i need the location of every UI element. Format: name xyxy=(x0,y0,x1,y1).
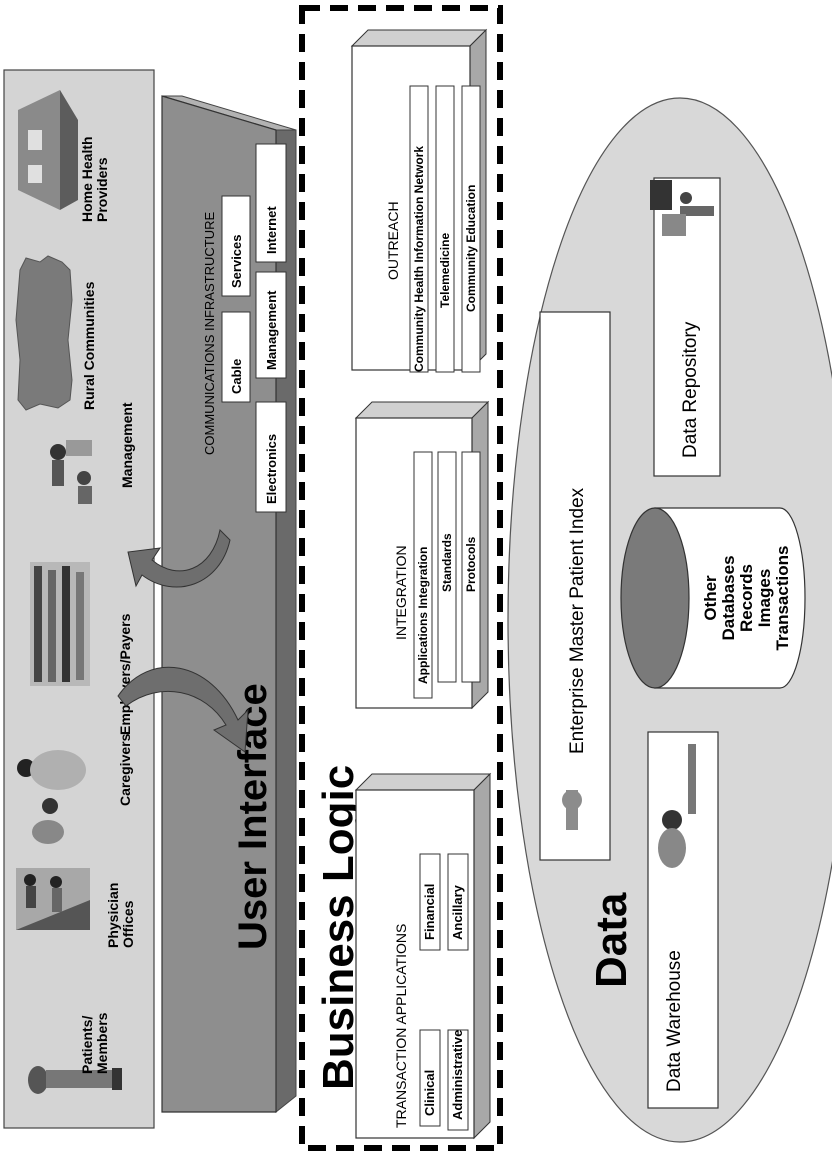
integration-item-box xyxy=(437,451,457,683)
integration-item-box xyxy=(461,451,481,683)
stakeholder-label: Members xyxy=(94,1012,110,1074)
transaction-item: Administrative xyxy=(450,1030,465,1120)
stakeholder-label: Patients/ xyxy=(79,1016,95,1074)
stakeholder-label: Rural Communities xyxy=(81,281,97,410)
other-databases-cylinder xyxy=(620,507,806,689)
outreach-item: Community Health Information Network xyxy=(412,146,426,372)
physician-office-icon xyxy=(16,868,90,930)
data-warehouse-box xyxy=(647,731,719,1109)
comm-box-label: Management xyxy=(264,290,279,370)
other-databases-label: Images xyxy=(755,569,774,628)
outreach-item: Telemedicine xyxy=(438,233,452,308)
outreach-box-top xyxy=(350,29,488,47)
integration-item-box xyxy=(413,451,433,699)
other-databases-label: Records xyxy=(737,564,756,632)
data-title: Data xyxy=(587,892,636,988)
stakeholder-label: Home Health xyxy=(79,136,95,222)
comm-box xyxy=(255,271,287,379)
stakeholder-label: Providers xyxy=(94,157,110,222)
transaction-box-top xyxy=(354,773,492,791)
empi-label: Enterprise Master Patient Index xyxy=(567,487,588,754)
stakeholder-label: Offices xyxy=(120,900,136,948)
integration-box-top xyxy=(354,401,490,419)
transaction-item: Ancillary xyxy=(450,884,465,940)
other-databases-label: Databases xyxy=(719,555,738,640)
integration-item: Protocols xyxy=(464,536,478,592)
business-logic-title: Business Logic xyxy=(314,765,363,1090)
comm-box xyxy=(221,311,251,403)
empi-box xyxy=(539,311,611,861)
data-repository-label: Data Repository xyxy=(680,321,701,458)
comm-box xyxy=(255,401,287,513)
integration-item: Standards xyxy=(440,533,454,592)
repository-people-icon xyxy=(650,180,714,236)
patient-person-icon xyxy=(28,1066,122,1094)
transaction-item-box xyxy=(447,853,469,951)
arrow-to-employers xyxy=(127,528,231,588)
warehouse-worker-icon xyxy=(658,744,696,868)
stakeholder-label: Employers/Payers xyxy=(117,613,133,735)
comm-box-label: Internet xyxy=(264,206,279,254)
transaction-title: TRANSACTION APPLICATIONS xyxy=(393,924,409,1128)
other-databases-label: Transactions xyxy=(773,546,792,651)
comm-box xyxy=(221,195,251,297)
employers-crowd-icon xyxy=(30,562,90,686)
outreach-item-box xyxy=(435,85,455,373)
business-logic-frame xyxy=(299,5,503,1151)
stakeholder-label: Physician xyxy=(105,883,121,948)
rural-map-icon xyxy=(15,255,73,411)
comm-box-label: Services xyxy=(229,235,244,289)
management-meeting-icon xyxy=(50,440,92,504)
caregivers-icon xyxy=(17,750,86,844)
key-icon xyxy=(562,790,582,830)
transaction-item: Clinical xyxy=(422,1070,437,1116)
comm-box-label: Cable xyxy=(229,359,244,394)
communications-title: COMMUNICATIONS INFRASTRUCTURE xyxy=(202,212,217,455)
comm-box-label: Electronics xyxy=(264,434,279,504)
outreach-item: Community Education xyxy=(464,185,478,312)
outreach-item-box xyxy=(461,85,481,373)
outreach-item-box xyxy=(409,85,429,373)
transaction-item: Financial xyxy=(422,884,437,940)
transaction-item-box xyxy=(419,853,441,951)
home-health-house-icon xyxy=(18,90,78,210)
data-warehouse-label: Data Warehouse xyxy=(664,950,685,1092)
comm-box xyxy=(255,143,287,263)
integration-title: INTEGRATION xyxy=(393,545,409,640)
transaction-item-box xyxy=(419,1029,441,1127)
transaction-box-side xyxy=(473,772,491,1140)
outreach-title: OUTREACH xyxy=(385,201,401,280)
transaction-item-box xyxy=(447,1029,469,1131)
integration-item: Applications Integration xyxy=(416,547,430,684)
arrow-to-user-interface xyxy=(117,666,249,753)
other-databases-label: Other xyxy=(701,575,720,621)
stakeholder-label: Caregivers xyxy=(117,733,133,806)
stakeholder-label: Management xyxy=(119,402,135,488)
